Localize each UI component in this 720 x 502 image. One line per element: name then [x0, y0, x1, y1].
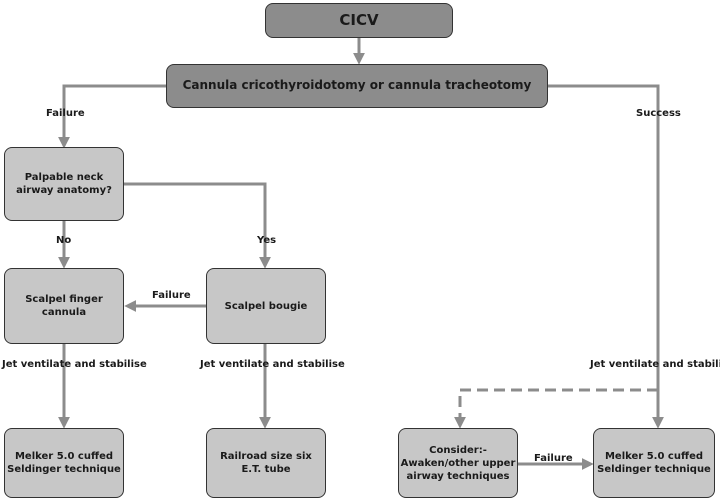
node-scalpel-finger: Scalpel finger cannula: [4, 268, 124, 344]
node-cannula: Cannula cricothyroidotomy or cannula tra…: [166, 64, 548, 108]
node-melker-right: Melker 5.0 cuffed Seldinger technique: [593, 428, 715, 498]
node-cicv: CICV: [265, 3, 453, 38]
arrow-cannula-to-palpable: [58, 84, 166, 149]
node-melker-left: Melker 5.0 cuffed Seldinger technique: [4, 428, 124, 498]
dashed-arrow-to-consider: [454, 388, 658, 429]
node-palpable: Palpable neck airway anatomy?: [4, 147, 124, 221]
arrow-palpable-to-scalpel-bougie: [124, 182, 271, 269]
label-no: No: [56, 235, 72, 246]
label-yes: Yes: [257, 235, 277, 246]
label-jet-mid: Jet ventilate and stabilise: [200, 359, 345, 370]
label-failure-mid: Failure: [152, 290, 191, 301]
label-jet-left: Jet ventilate and stabilise: [2, 359, 147, 370]
node-consider: Consider:- Awaken/other upper airway tec…: [398, 428, 518, 498]
label-failure-bottom: Failure: [534, 453, 573, 464]
label-failure-top: Failure: [46, 108, 85, 119]
label-jet-right: Jet ventilate and stabilise: [590, 359, 720, 370]
label-success: Success: [636, 108, 681, 119]
arrow-cannula-to-melker-right: [548, 84, 664, 429]
node-railroad: Railroad size six E.T. tube: [206, 428, 326, 498]
node-scalpel-bougie: Scalpel bougie: [206, 268, 326, 344]
